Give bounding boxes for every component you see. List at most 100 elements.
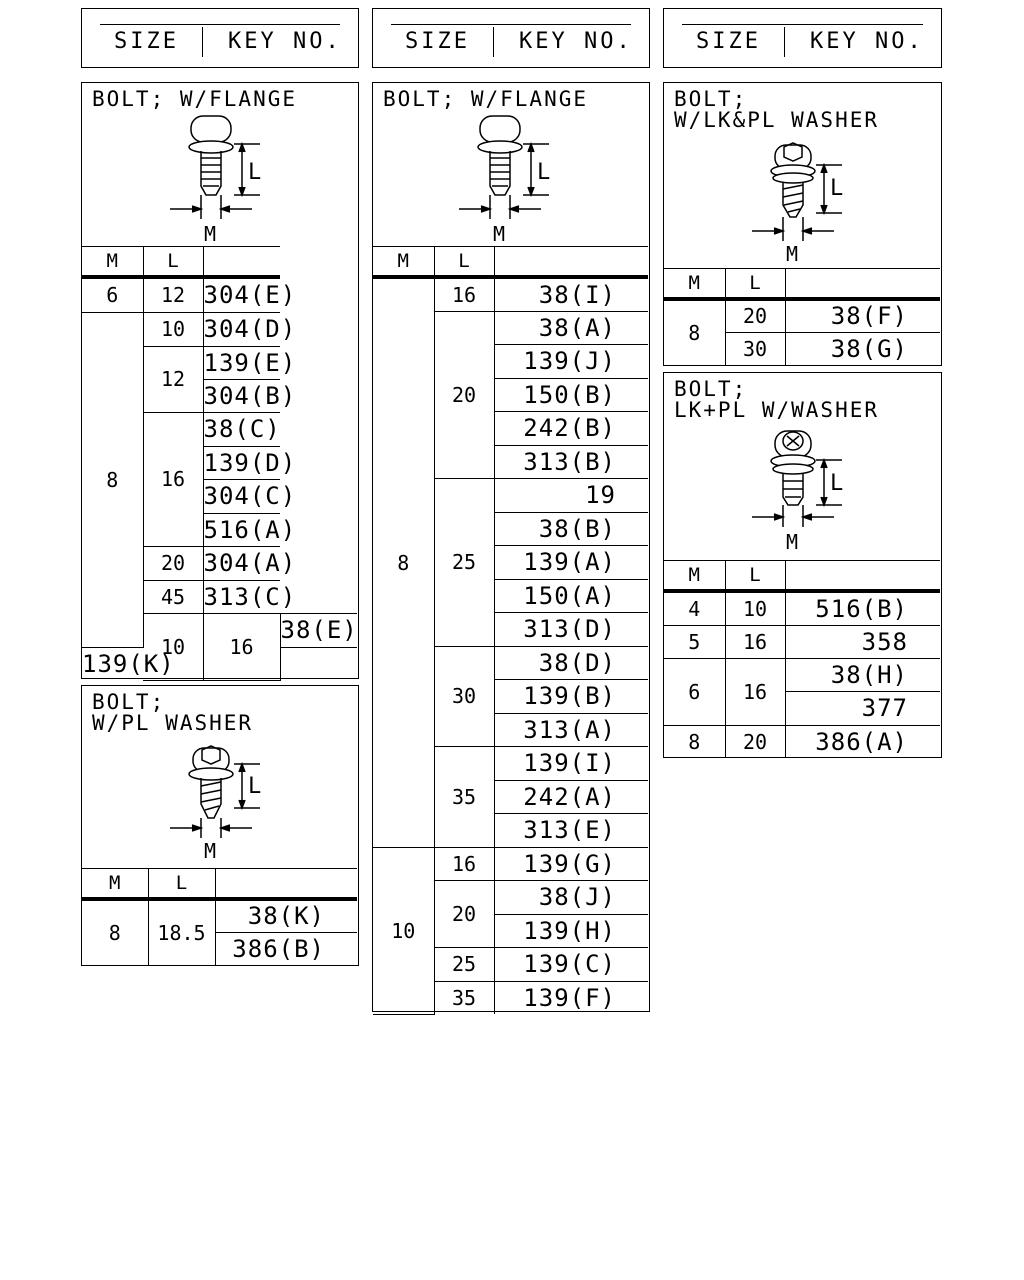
key-no-cell: 313(D)	[494, 611, 648, 647]
m-col-header: M	[664, 560, 726, 593]
key-no-cell: 304(E)	[202, 276, 295, 313]
key-no-cell: 38(B)	[494, 511, 648, 546]
key-no-cell: 304(C)	[203, 478, 295, 514]
m-col-header: M	[82, 868, 149, 901]
dim-m-label: M	[493, 222, 505, 246]
m-col-header: M	[664, 268, 726, 301]
l-col-header: L	[724, 560, 786, 593]
size-cell: 6	[82, 276, 144, 313]
size-cell: 20	[434, 879, 495, 948]
size-cell: 12	[142, 276, 204, 313]
key-no-header: KEY NO.	[810, 29, 924, 54]
key-no-cell: 38(J)	[493, 879, 648, 915]
washer-bolt-icon: L M	[752, 142, 843, 266]
size-cell: 10	[373, 846, 435, 1015]
panel-title: BOLT; W/PL WASHER	[92, 690, 254, 735]
panel-title: BOLT; W/FLANGE	[383, 87, 589, 111]
key-no-cell: 38(A)	[493, 310, 648, 345]
l-col-header: L	[142, 246, 204, 279]
flange-bolt-icon: L M	[459, 115, 550, 246]
key-no-cell: 242(B)	[494, 410, 648, 446]
size-cell: 30	[434, 645, 495, 747]
size-cell: 35	[434, 745, 495, 848]
key-no-cell: 313(B)	[494, 444, 648, 479]
size-cell: 10	[143, 612, 204, 681]
size-cell: 4	[664, 590, 726, 626]
washer-bolt-icon: L M	[170, 745, 261, 863]
size-cell: 10	[724, 590, 786, 626]
size-cell: 25	[434, 477, 495, 647]
size-cell: 6	[664, 657, 726, 726]
key-no-cell: 516(B)	[784, 590, 940, 626]
key-no-cell: 38(G)	[784, 331, 940, 365]
key-no-cell: 139(G)	[493, 846, 648, 881]
size-header: SIZE	[114, 29, 179, 54]
key-no-cell: 313(C)	[202, 579, 295, 614]
key-no-cell: 38(H)	[784, 657, 940, 692]
size-cell: 10	[142, 311, 204, 347]
key-no-cell: 377	[785, 690, 940, 726]
key-no-cell: 38(I)	[493, 276, 648, 312]
size-cell: 16	[143, 411, 204, 547]
key-no-cell: 139(F)	[493, 980, 648, 1014]
size-cell: 12	[143, 345, 204, 413]
size-cell: 20	[724, 298, 786, 333]
key-no-cell: 139(B)	[494, 678, 648, 714]
panel-title: BOLT; W/FLANGE	[92, 87, 298, 111]
key-no-cell: 313(E)	[494, 812, 648, 848]
size-cell: 16	[433, 846, 495, 881]
key-no-cell: 38(F)	[784, 298, 940, 333]
size-cell: 16	[724, 657, 786, 726]
key-no-cell: 139(H)	[494, 913, 648, 948]
flange-bolt-icon: L M	[170, 115, 261, 246]
key-no-cell: 38(D)	[493, 645, 648, 680]
key-no-cell: 38(C)	[202, 411, 280, 447]
size-header: SIZE	[696, 29, 761, 54]
size-cell: 30	[725, 331, 786, 365]
size-cell: 25	[434, 946, 495, 982]
size-cell	[493, 246, 648, 279]
key-no-cell: 386(A)	[784, 724, 940, 758]
key-no-cell: 313(A)	[494, 712, 648, 747]
l-col-header: L	[147, 868, 216, 901]
key-no-cell: 304(D)	[202, 311, 295, 347]
dim-m-label: M	[204, 222, 216, 246]
key-no-cell: 304(A)	[202, 545, 295, 581]
size-cell: 18.5	[147, 898, 216, 966]
m-col-header: M	[82, 246, 144, 279]
size-header: SIZE	[405, 29, 470, 54]
dim-l-label: L	[830, 471, 843, 496]
dim-m-label: M	[786, 242, 798, 266]
m-col-header: M	[373, 246, 435, 279]
size-cell: 16	[202, 612, 281, 681]
key-no-cell: 19	[493, 477, 648, 513]
size-cell: 16	[724, 624, 786, 659]
key-no-cell: 139(D)	[203, 445, 295, 480]
key-no-cell: 516(A)	[203, 512, 295, 547]
key-no-cell: 358	[784, 624, 940, 659]
size-cell: 20	[724, 724, 786, 758]
key-no-header: KEY NO.	[519, 29, 633, 54]
key-no-cell: 38(E)	[279, 612, 357, 648]
dim-l-label: L	[248, 774, 261, 799]
key-no-cell: 139(K)	[82, 646, 174, 680]
size-cell: 8	[664, 724, 726, 758]
size-cell: 16	[433, 276, 495, 312]
size-cell: 35	[434, 980, 495, 1014]
size-cell: 8	[82, 898, 149, 966]
key-no-cell: 139(I)	[493, 745, 648, 781]
size-cell: 20	[143, 545, 204, 581]
key-no-cell: 304(B)	[203, 378, 295, 413]
l-col-header: L	[724, 268, 786, 301]
key-no-cell: 150(A)	[494, 578, 648, 613]
dim-l-label: L	[537, 160, 550, 185]
l-col-header: L	[433, 246, 495, 279]
